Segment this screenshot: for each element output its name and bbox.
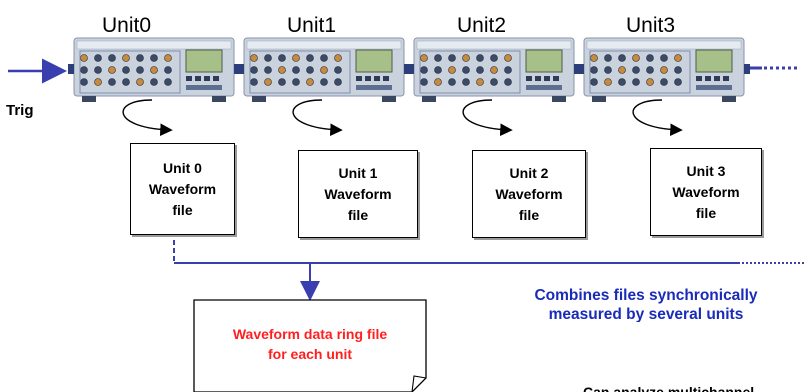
unit-2-waveform-file: Unit 2 Waveform file	[472, 150, 586, 238]
unit-2-device	[408, 37, 580, 102]
device-to-file-arrows	[122, 99, 683, 136]
curve-arrow-1	[292, 99, 343, 136]
unit-1-title: Unit1	[287, 14, 337, 37]
bottom-caption: Can analyze multichannel	[583, 384, 755, 392]
curve-arrow-0	[122, 99, 173, 136]
unit-3-waveform-file: Unit 3 Waveform file	[650, 148, 762, 236]
ring-file-label: Waveform data ring file for each unit	[232, 326, 388, 362]
combine-caption-line1: Combines files synchronically	[534, 287, 758, 304]
combine-bus	[173, 240, 806, 301]
unit-2-file-label: Unit 2 Waveform file	[495, 164, 563, 223]
unit-0-waveform-file: Unit 0 Waveform file	[130, 143, 235, 235]
unit-3-title: Unit3	[626, 14, 676, 37]
unit-1-file-label: Unit 1 Waveform file	[324, 164, 392, 223]
unit-1-waveform-file: Unit 1 Waveform file	[298, 150, 418, 238]
curve-arrow-3	[632, 99, 683, 136]
unit-0-device	[68, 37, 240, 102]
ring-file-document	[193, 299, 427, 392]
unit-3-file-label: Unit 3 Waveform file	[672, 162, 740, 221]
combine-caption-line2: measured by several units	[548, 306, 744, 322]
unit-0-file-label: Unit 0 Waveform file	[148, 159, 217, 218]
unit-3-device	[578, 37, 750, 102]
ring-file-dog-ear	[411, 375, 427, 392]
unit-1-device	[238, 37, 410, 102]
curve-arrow-2	[462, 99, 513, 136]
unit-0-title: Unit0	[102, 14, 152, 37]
unit-2-title: Unit2	[457, 14, 507, 37]
trigger-label: Trig	[6, 102, 34, 119]
